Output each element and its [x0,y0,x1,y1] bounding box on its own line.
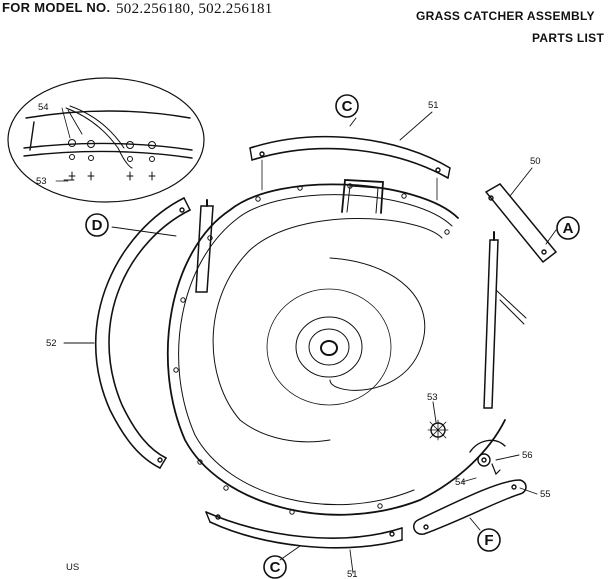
part-51-bottom-channel [205,511,403,549]
callout-d: D [92,217,103,234]
catcher-bowl [212,218,443,443]
label-part-53-detail: 53 [36,176,47,187]
callout-a: A [563,220,574,237]
right-bracket [483,231,527,409]
label-part-51-top: 51 [428,100,439,111]
model-numbers: 502.256180, 502.256181 [116,1,273,17]
leader-lines [63,109,557,574]
part-52-strip [94,197,191,469]
footer-mark: US [66,562,79,573]
label-part-55: 55 [540,489,551,500]
label-part-56: 56 [522,450,533,461]
left-bracket [195,199,214,293]
catcher-rim [166,183,506,516]
callout-f: F [484,532,493,549]
model-number-label: FOR MODEL NO. [2,0,111,15]
diagram-title: GRASS CATCHER ASSEMBLY [416,9,595,23]
label-part-52: 52 [46,338,57,349]
callout-c-top: C [342,98,353,115]
parts-list-subtitle: PARTS LIST [532,31,605,45]
part-55-strap [413,479,527,535]
detail-inset [7,77,205,203]
label-part-51-bottom: 51 [347,569,358,579]
part-51-top-channel [249,135,451,201]
catcher-handle [341,179,384,214]
label-part-54: 54 [455,477,466,488]
callout-c-bottom: C [270,559,281,576]
part-53-screw [427,419,449,441]
label-part-54-detail: 54 [38,102,49,113]
label-part-53: 53 [427,392,438,403]
part-56-bracket [469,439,506,476]
label-part-50: 50 [530,156,541,167]
part-50-strap [484,183,558,264]
